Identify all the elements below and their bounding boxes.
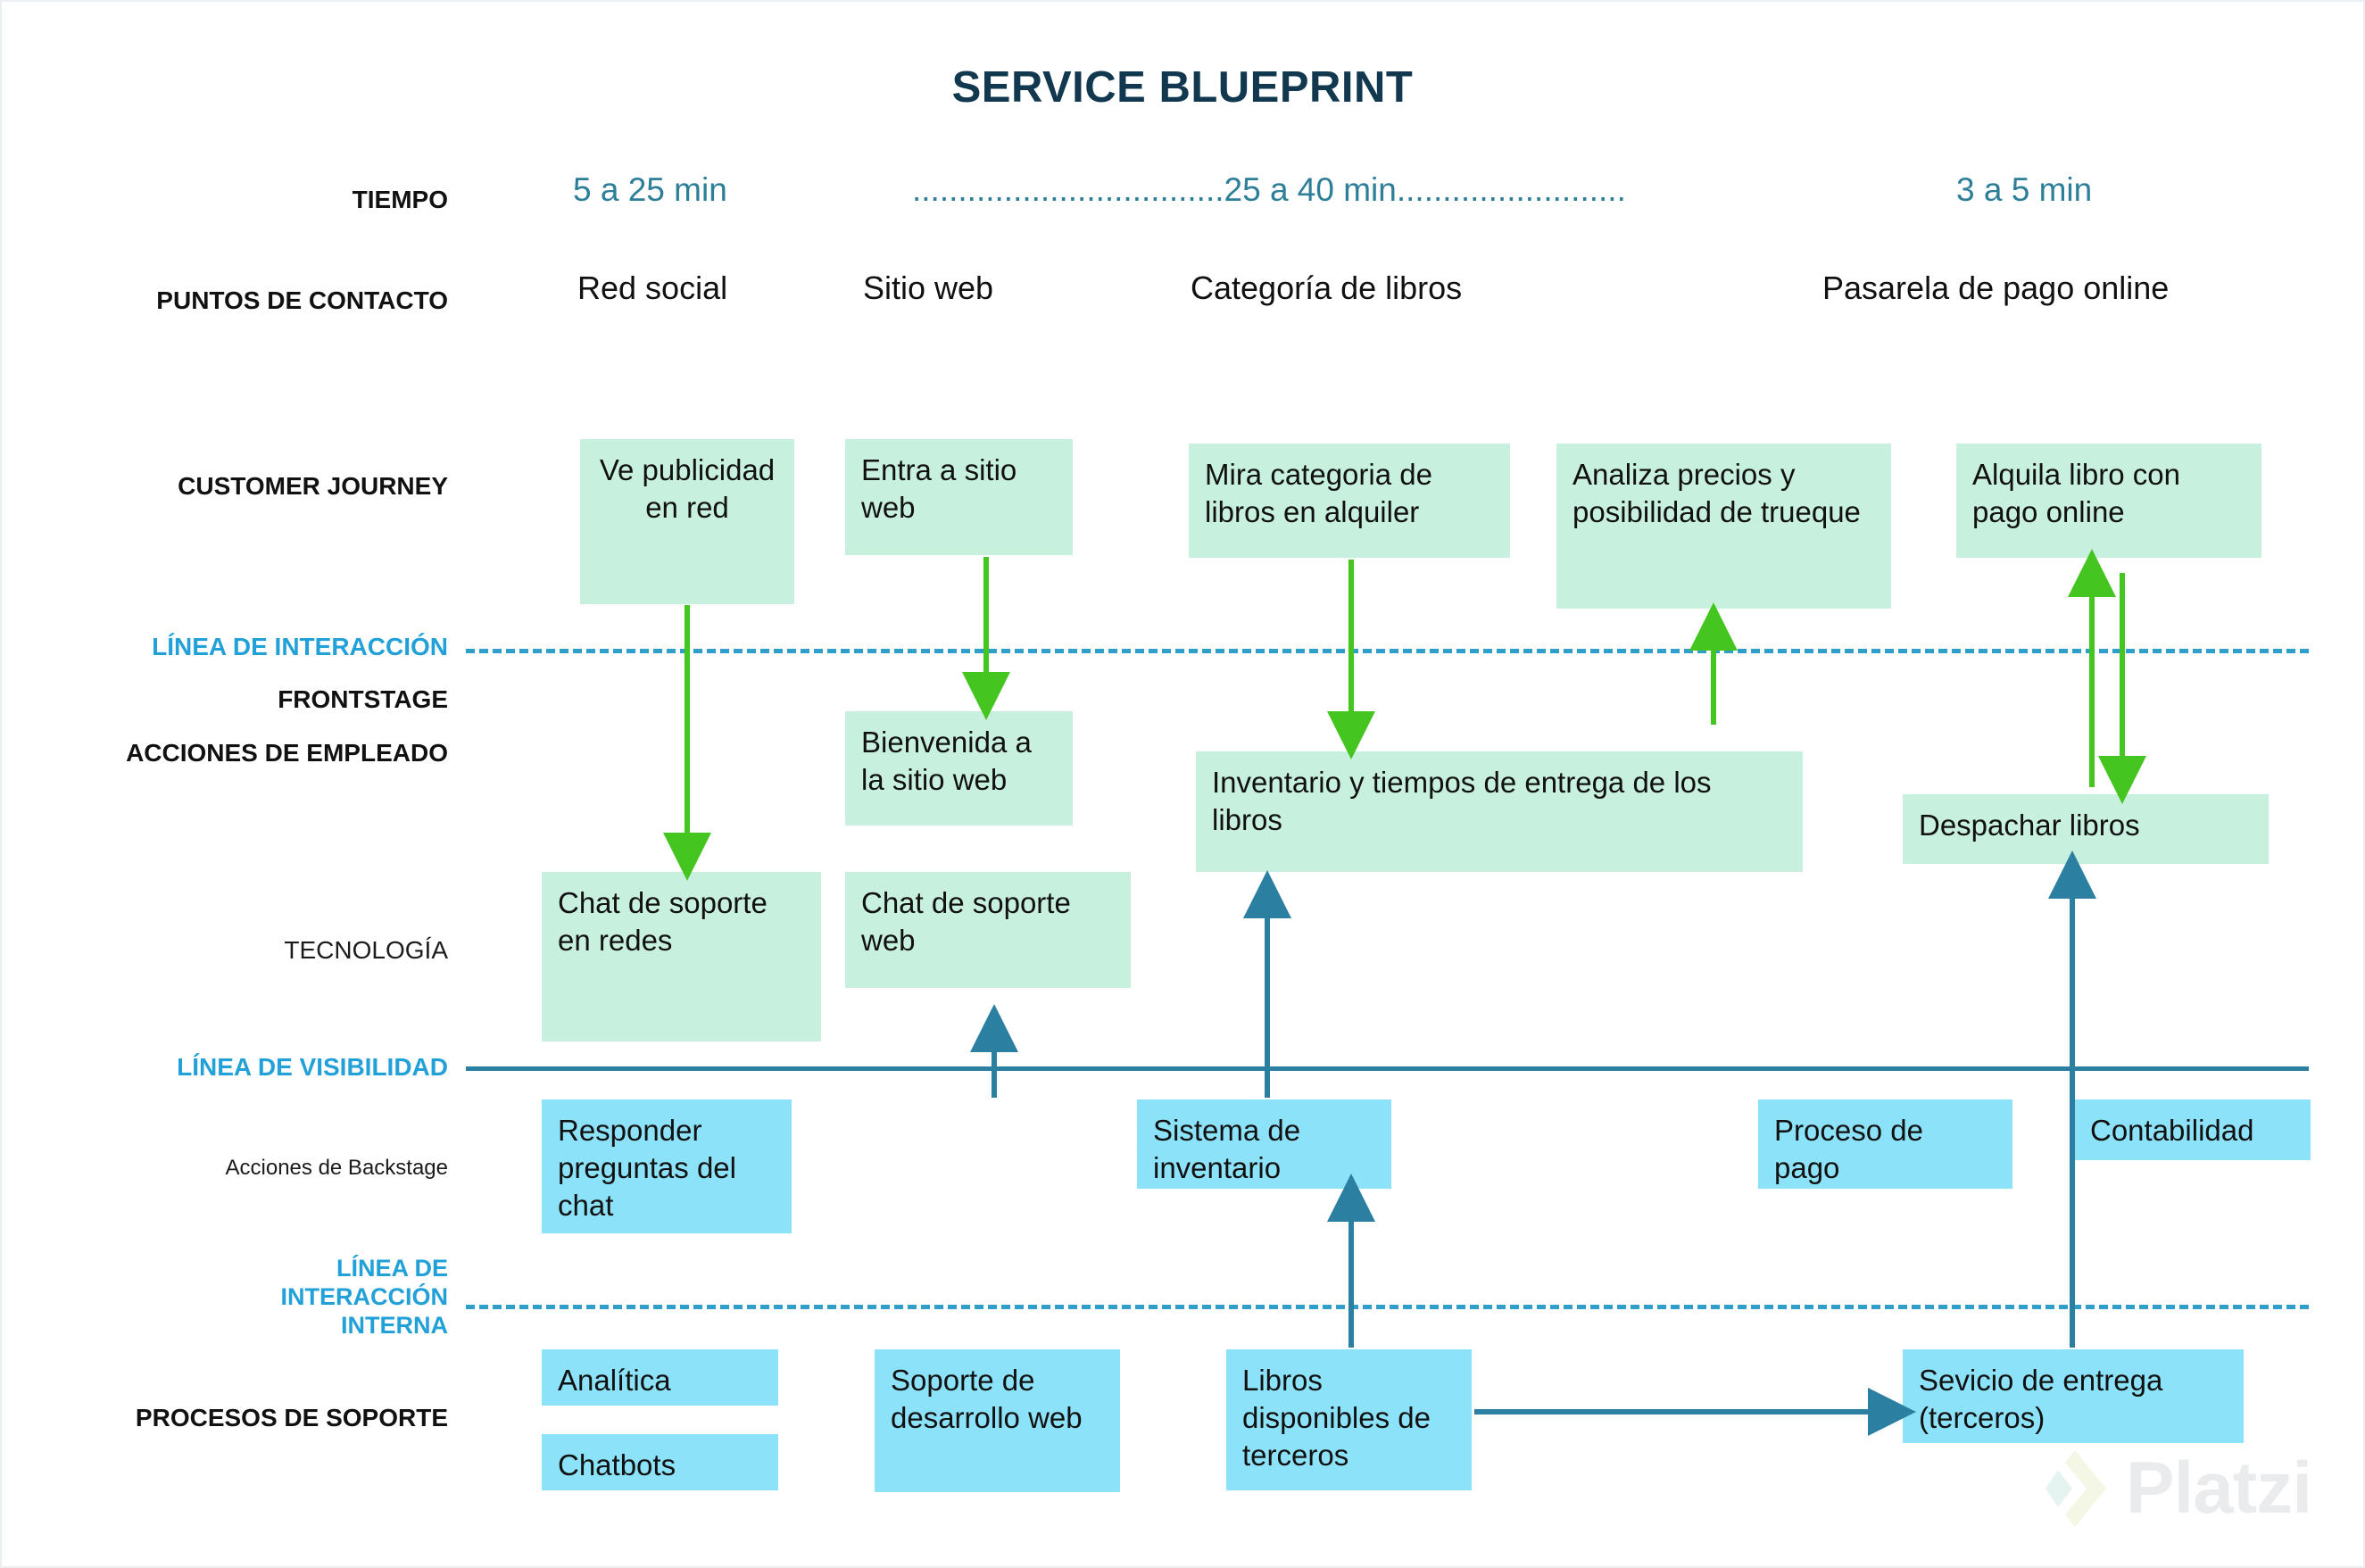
page-title: SERVICE BLUEPRINT (951, 63, 1414, 112)
tecnologia-box-chat-soporte-web[interactable]: Chat de soporte web (845, 872, 1131, 988)
frontstage-box-bienvenida[interactable]: Bienvenida a la sitio web (845, 711, 1073, 825)
backstage-box-sistema-de-inventario[interactable]: Sistema de inventario (1137, 1099, 1391, 1189)
touchpoint-pasarela-de-pago-online: Pasarela de pago online (1822, 270, 2170, 306)
soporte-box-analitica[interactable]: Analítica (542, 1349, 778, 1406)
touchpoint-sitio-web: Sitio web (863, 270, 994, 306)
touchpoint-categoria-de-libros: Categoría de libros (1191, 270, 1463, 306)
row-label-acciones-de-backstage: Acciones de Backstage (225, 1156, 448, 1180)
soporte-box-servicio-de-entrega[interactable]: Sevicio de entrega (terceros) (1903, 1349, 2244, 1443)
backstage-box-responder-preguntas[interactable]: Responder preguntas del chat (542, 1099, 792, 1233)
row-label-puntos-de-contacto: PUNTOS DE CONTACTO (156, 286, 448, 314)
linea-interna-line1: LÍNEA DE (336, 1255, 448, 1282)
row-label-customer-journey: CUSTOMER JOURNEY (178, 472, 448, 500)
platzi-watermark: Platzi (2040, 1447, 2312, 1531)
tiempo-item-3: 3 a 5 min (1956, 171, 2093, 208)
row-label-procesos-de-soporte: PROCESOS DE SOPORTE (135, 1404, 448, 1431)
frontstage-box-despachar-libros[interactable]: Despachar libros (1903, 794, 2269, 864)
tecnologia-box-chat-soporte-redes[interactable]: Chat de soporte en redes (542, 872, 821, 1041)
soporte-box-soporte-desarrollo-web[interactable]: Soporte de desarrollo web (875, 1349, 1120, 1492)
customer-journey-box-analiza-precios[interactable]: Analiza precios y posibilidad de trueque (1556, 444, 1891, 609)
row-label-frontstage: FRONTSTAGE (278, 685, 448, 713)
linea-interna-line2: INTERACCIÓN (280, 1282, 449, 1310)
row-label-linea-de-interaccion-interna: LÍNEA DE INTERACCIÓN INTERNA (37, 1255, 449, 1340)
backstage-box-contabilidad[interactable]: Contabilidad (2074, 1099, 2311, 1160)
customer-journey-box-entra-a-sitio-web[interactable]: Entra a sitio web (845, 439, 1073, 555)
interaction-line (466, 649, 2309, 653)
backstage-box-proceso-de-pago[interactable]: Proceso de pago (1758, 1099, 2012, 1189)
row-label-acciones-de-empleado: ACCIONES DE EMPLEADO (126, 739, 448, 767)
row-label-tiempo: TIEMPO (352, 186, 448, 213)
platzi-logo-icon (2045, 1450, 2106, 1527)
visibility-line (466, 1066, 2309, 1071)
customer-journey-box-alquila-libro[interactable]: Alquila libro con pago online (1956, 444, 2261, 558)
frontstage-box-inventario[interactable]: Inventario y tiempos de entrega de los l… (1196, 751, 1803, 872)
linea-interna-line3: INTERNA (341, 1311, 448, 1339)
touchpoint-red-social: Red social (577, 270, 728, 306)
row-label-linea-de-visibilidad: LÍNEA DE VISIBILIDAD (177, 1053, 448, 1081)
row-label-linea-de-interaccion: LÍNEA DE INTERACCIÓN (152, 633, 448, 660)
soporte-box-chatbots[interactable]: Chatbots (542, 1434, 778, 1490)
customer-journey-box-mira-categoria[interactable]: Mira categoria de libros en alquiler (1189, 444, 1510, 558)
tiempo-item-2: ..................................25 a 4… (912, 171, 1626, 208)
row-label-tecnologia: TECNOLOGÍA (284, 936, 448, 964)
customer-journey-box-ve-publicidad[interactable]: Ve publicidad en red (580, 439, 794, 604)
internal-interaction-line (466, 1305, 2309, 1309)
platzi-watermark-text: Platzi (2125, 1448, 2312, 1529)
tiempo-item-1: 5 a 25 min (573, 171, 727, 208)
soporte-box-libros-disponibles[interactable]: Libros disponibles de terceros (1226, 1349, 1472, 1490)
